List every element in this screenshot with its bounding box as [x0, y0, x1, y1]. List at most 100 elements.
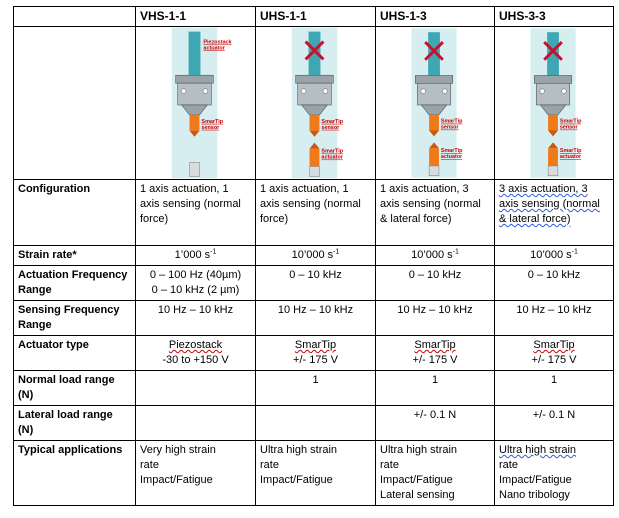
sensor-label-line1: SmarTip [560, 119, 582, 125]
row-strain-rate: Strain rate* 1’000 s-1 10’000 s-1 10’000… [13, 245, 614, 266]
actuation-frequency-vhs-1-1: 0 – 100 Hz (40µm)0 – 10 kHz (2 µm) [135, 265, 256, 301]
sensor-label-line2: sensor [321, 125, 340, 131]
row-lateral-load: Lateral load range (N) +/- 0.1 N +/- 0.1… [13, 405, 614, 441]
application-line: Nano tribology [499, 489, 570, 501]
label-actuator-type: Actuator type [13, 335, 136, 371]
actuator-label-line2: actuator [203, 45, 225, 51]
actuator-type-voltage: +/- 175 V [412, 354, 458, 366]
header-row: VHS-1-1 UHS-1-1 UHS-1-3 UHS-3-3 [13, 6, 614, 27]
actuator-type-name: Piezostack [168, 339, 223, 351]
label-strain-rate: Strain rate* [13, 245, 136, 266]
image-cell-uhs-3-3: SmarTip sensor SmarTip actuator [494, 26, 614, 180]
applications-uhs-1-1: Ultra high strain rate Impact/Fatigue [255, 440, 376, 506]
sensing-frequency-uhs-1-3: 10 Hz – 10 kHz [375, 300, 495, 336]
header-empty [13, 6, 136, 27]
application-line: Ultra high strain [499, 444, 577, 456]
application-line: rate [499, 459, 518, 471]
application-line: Impact/Fatigue [380, 474, 453, 486]
normal-load-vhs-1-1 [135, 370, 256, 406]
header-uhs-1-1: UHS-1-1 [255, 6, 376, 27]
strain-rate-vhs-1-1: 1’000 s-1 [135, 245, 256, 266]
actuator-type-vhs-1-1: Piezostack -30 to +150 V [135, 335, 256, 371]
bottom-label-line1: SmarTip [560, 148, 582, 154]
cross-icon [424, 40, 444, 61]
strain-rate-uhs-1-1: 10’000 s-1 [255, 245, 376, 266]
actuator-type-name: SmarTip [294, 339, 337, 351]
sensing-frequency-uhs-3-3: 10 Hz – 10 kHz [494, 300, 614, 336]
header-uhs-1-3: UHS-1-3 [375, 6, 495, 27]
strain-rate-uhs-1-3: 10’000 s-1 [375, 245, 495, 266]
configuration-uhs-1-3: 1 axis actuation, 3 axis sensing (normal… [375, 179, 495, 246]
label-actuation-frequency: Actuation Frequency Range [13, 265, 136, 301]
actuation-frequency-line2: 0 – 10 kHz (2 µm) [151, 284, 240, 296]
device-illustration-uhs-3-3: SmarTip sensor SmarTip actuator [530, 28, 582, 178]
device-illustration-uhs-1-3: SmarTip sensor SmarTip actuator [411, 28, 463, 178]
label-configuration: Configuration [13, 179, 136, 246]
row-sensing-frequency: Sensing Frequency Range 10 Hz – 10 kHz 1… [13, 300, 614, 336]
strain-rate-exponent: -1 [210, 248, 217, 256]
normal-load-uhs-1-3: 1 [375, 370, 495, 406]
strain-rate-uhs-1-3-value: 10’000 s [411, 249, 453, 261]
configuration-uhs-3-3: 3 axis actuation, 3 axis sensing (normal… [494, 179, 614, 246]
sensor-label-line2: sensor [560, 125, 579, 131]
strain-rate-uhs-3-3-value: 10’000 s [530, 249, 572, 261]
header-vhs-1-1: VHS-1-1 [135, 6, 256, 27]
actuator-type-voltage: +/- 175 V [531, 354, 577, 366]
lateral-load-uhs-1-1 [255, 405, 376, 441]
application-line: Lateral sensing [380, 489, 455, 501]
applications-uhs-1-3: Ultra high strain rate Impact/Fatigue La… [375, 440, 495, 506]
row-actuation-frequency: Actuation Frequency Range 0 – 100 Hz (40… [13, 265, 614, 301]
lateral-load-uhs-1-3: +/- 0.1 N [375, 405, 495, 441]
actuator-type-uhs-3-3: SmarTip +/- 175 V [494, 335, 614, 371]
smartip-sensor-icon [189, 114, 200, 131]
image-cell-vhs-1-1: Piezostack actuator SmarTip sensor [135, 26, 256, 180]
actuator-type-uhs-1-3: SmarTip +/- 175 V [375, 335, 495, 371]
lateral-load-vhs-1-1 [135, 405, 256, 441]
application-line: Impact/Fatigue [260, 474, 333, 486]
sensing-frequency-uhs-1-1: 10 Hz – 10 kHz [255, 300, 376, 336]
sensor-label-line1: SmarTip [201, 119, 223, 125]
strain-rate-vhs-1-1-value: 1’000 s [174, 249, 211, 261]
image-cell-empty [13, 26, 136, 180]
bottom-label-line2: actuator [560, 154, 582, 160]
sensor-label-line2: sensor [441, 125, 460, 131]
sensing-frequency-vhs-1-1: 10 Hz – 10 kHz [135, 300, 256, 336]
bottom-label-line1: SmarTip [441, 148, 463, 154]
actuator-type-voltage: +/- 175 V [293, 354, 338, 366]
label-sensing-frequency: Sensing Frequency Range [13, 300, 136, 336]
label-applications: Typical applications [13, 440, 136, 506]
row-actuator-type: Actuator type Piezostack -30 to +150 V Sm… [13, 335, 614, 371]
actuation-frequency-uhs-3-3: 0 – 10 kHz [494, 265, 614, 301]
image-cell-uhs-1-1: SmarTip sensor SmarTip actuator [255, 26, 376, 180]
row-configuration: Configuration 1 axis actuation, 1 axis s… [13, 179, 614, 246]
normal-load-uhs-1-1: 1 [255, 370, 376, 406]
lateral-load-uhs-3-3: +/- 0.1 N [494, 405, 614, 441]
application-line: Impact/Fatigue [499, 474, 572, 486]
header-uhs-3-3: UHS-3-3 [494, 6, 614, 27]
actuation-frequency-uhs-1-3: 0 – 10 kHz [375, 265, 495, 301]
cross-icon [543, 40, 563, 61]
strain-rate-exponent: -1 [571, 248, 578, 256]
sensor-label-line2: sensor [201, 125, 220, 131]
configuration-vhs-1-1: 1 axis actuation, 1 axis sensing (normal… [135, 179, 256, 246]
strain-rate-exponent: -1 [452, 248, 459, 256]
strain-rate-uhs-1-1-value: 10’000 s [291, 249, 334, 261]
actuator-type-uhs-1-1: SmarTip +/- 175 V [255, 335, 376, 371]
strain-rate-uhs-3-3: 10’000 s-1 [494, 245, 614, 266]
application-line: Impact/Fatigue [140, 474, 213, 486]
configuration-uhs-3-3-text: 3 axis actuation, 3 axis sensing (normal… [499, 183, 600, 225]
actuator-label-line1: Piezostack [203, 40, 232, 46]
actuation-frequency-uhs-1-1: 0 – 10 kHz [255, 265, 376, 301]
application-line: Ultra high strain [380, 444, 458, 456]
bottom-label-line2: actuator [441, 154, 463, 160]
image-cell-uhs-1-3: SmarTip sensor SmarTip actuator [375, 26, 495, 180]
actuator-type-voltage: -30 to +150 V [162, 354, 229, 366]
strain-rate-exponent: -1 [333, 248, 340, 256]
cross-icon [304, 40, 325, 61]
row-applications: Typical applications Very high strain ra… [13, 440, 614, 506]
actuator-type-name: SmarTip [533, 339, 575, 351]
row-normal-load: Normal load range (N) 1 1 1 [13, 370, 614, 406]
application-line: Ultra high strain [260, 444, 338, 456]
actuator-type-name: SmarTip [414, 339, 456, 351]
configuration-uhs-1-1: 1 axis actuation, 1 axis sensing (normal… [255, 179, 376, 246]
